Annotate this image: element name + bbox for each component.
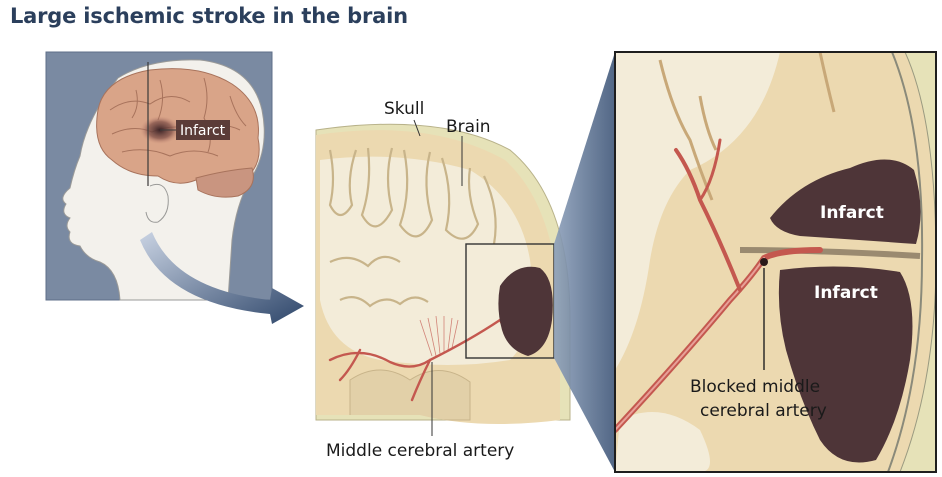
coronal-slice: Skull Brain Middle cerebral artery	[316, 99, 576, 461]
zoom-blockage	[760, 258, 768, 266]
zoom-infarct-lower-label: Infarct	[814, 283, 878, 303]
blocked-artery-label-line1: Blocked middle	[690, 377, 820, 397]
head-infarct-label: Infarct	[180, 123, 226, 139]
blocked-artery-label-line2: cerebral artery	[700, 401, 827, 421]
zoom-panel: Infarct Infarct Blocked middle cerebral …	[615, 52, 936, 472]
mca-label: Middle cerebral artery	[326, 441, 514, 461]
skull-label: Skull	[384, 99, 424, 119]
brain-label: Brain	[446, 117, 491, 137]
zoom-infarct-upper-label: Infarct	[820, 203, 884, 223]
